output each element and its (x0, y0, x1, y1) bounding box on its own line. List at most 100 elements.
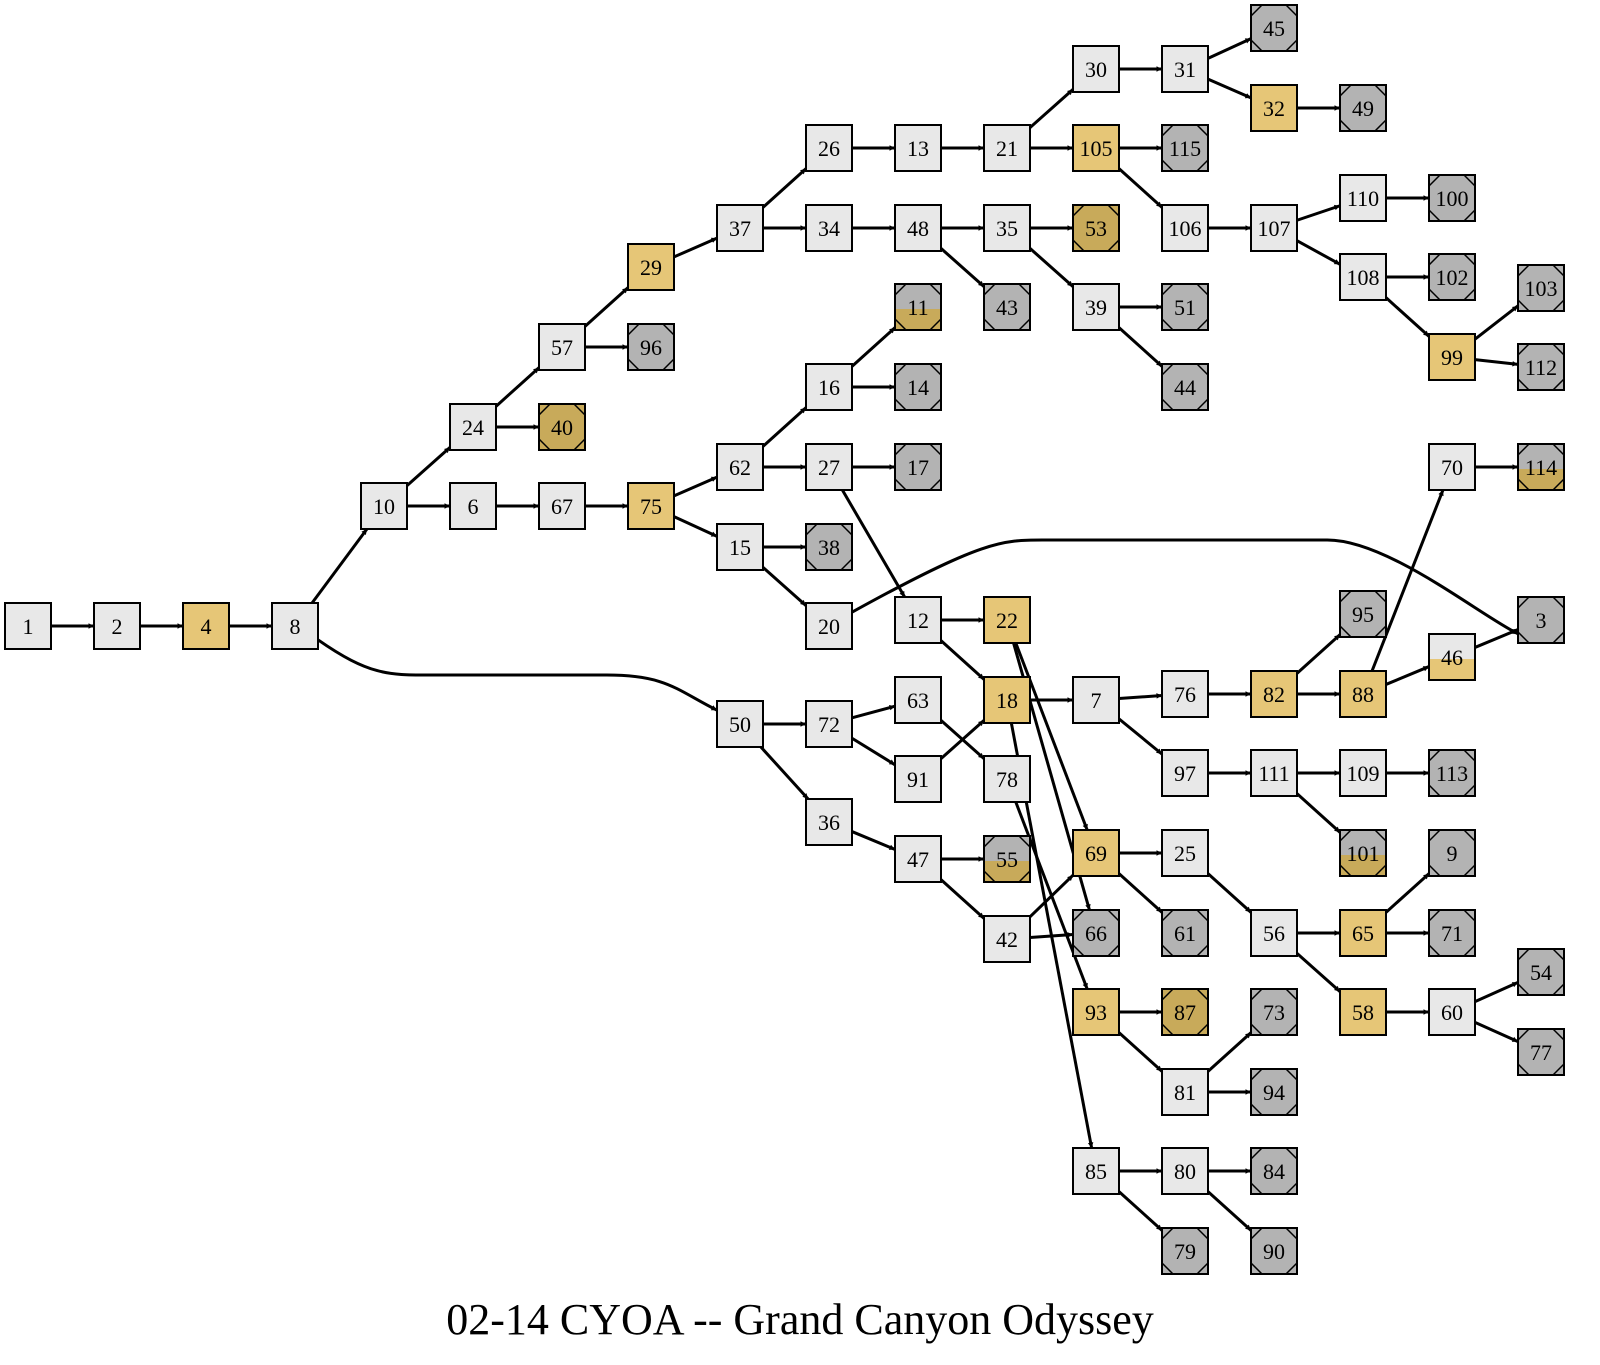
node-56[interactable]: 56 (1250, 909, 1298, 957)
node-49[interactable]: 49 (1339, 84, 1387, 132)
node-39[interactable]: 39 (1072, 283, 1120, 331)
node-82[interactable]: 82 (1250, 670, 1298, 718)
node-57[interactable]: 57 (538, 323, 586, 371)
node-65[interactable]: 65 (1339, 909, 1387, 957)
node-115[interactable]: 115 (1161, 124, 1209, 172)
node-38[interactable]: 38 (805, 523, 853, 571)
node-22[interactable]: 22 (983, 596, 1031, 644)
node-81[interactable]: 81 (1161, 1068, 1209, 1116)
node-45[interactable]: 45 (1250, 4, 1298, 52)
node-2[interactable]: 2 (93, 602, 141, 650)
node-106[interactable]: 106 (1161, 204, 1209, 252)
node-73[interactable]: 73 (1250, 988, 1298, 1036)
node-39-border (1072, 283, 1120, 331)
node-100[interactable]: 100 (1428, 174, 1476, 222)
node-32[interactable]: 32 (1250, 84, 1298, 132)
node-40[interactable]: 40 (538, 403, 586, 451)
node-13[interactable]: 13 (894, 124, 942, 172)
node-112[interactable]: 112 (1517, 343, 1565, 391)
node-63[interactable]: 63 (894, 676, 942, 724)
node-50[interactable]: 50 (716, 700, 764, 748)
node-110[interactable]: 110 (1339, 174, 1387, 222)
node-84[interactable]: 84 (1250, 1147, 1298, 1195)
node-77[interactable]: 77 (1517, 1028, 1565, 1076)
node-36[interactable]: 36 (805, 798, 853, 846)
node-114[interactable]: 114 (1517, 443, 1565, 491)
node-17[interactable]: 17 (894, 443, 942, 491)
node-1[interactable]: 1 (4, 602, 52, 650)
node-20[interactable]: 20 (805, 602, 853, 650)
node-27[interactable]: 27 (805, 443, 853, 491)
node-6[interactable]: 6 (449, 482, 497, 530)
node-93[interactable]: 93 (1072, 988, 1120, 1036)
node-108[interactable]: 108 (1339, 253, 1387, 301)
node-61[interactable]: 61 (1161, 909, 1209, 957)
node-69[interactable]: 69 (1072, 829, 1120, 877)
node-101[interactable]: 101 (1339, 829, 1387, 877)
node-66[interactable]: 66 (1072, 909, 1120, 957)
node-43[interactable]: 43 (983, 283, 1031, 331)
node-72[interactable]: 72 (805, 700, 853, 748)
node-7[interactable]: 7 (1072, 676, 1120, 724)
node-97[interactable]: 97 (1161, 749, 1209, 797)
node-42[interactable]: 42 (983, 915, 1031, 963)
node-99[interactable]: 99 (1428, 333, 1476, 381)
node-25[interactable]: 25 (1161, 829, 1209, 877)
node-37[interactable]: 37 (716, 204, 764, 252)
node-14[interactable]: 14 (894, 363, 942, 411)
node-35[interactable]: 35 (983, 204, 1031, 252)
node-11[interactable]: 11 (894, 283, 942, 331)
node-91[interactable]: 91 (894, 755, 942, 803)
node-60[interactable]: 60 (1428, 988, 1476, 1036)
edge-108-to-99 (1384, 296, 1431, 338)
node-87[interactable]: 87 (1161, 988, 1209, 1036)
node-102[interactable]: 102 (1428, 253, 1476, 301)
node-54[interactable]: 54 (1517, 948, 1565, 996)
node-34[interactable]: 34 (805, 204, 853, 252)
node-113[interactable]: 113 (1428, 749, 1476, 797)
node-67[interactable]: 67 (538, 482, 586, 530)
node-62[interactable]: 62 (716, 443, 764, 491)
node-58[interactable]: 58 (1339, 988, 1387, 1036)
node-26[interactable]: 26 (805, 124, 853, 172)
node-24[interactable]: 24 (449, 403, 497, 451)
node-21[interactable]: 21 (983, 124, 1031, 172)
node-95[interactable]: 95 (1339, 590, 1387, 638)
node-94[interactable]: 94 (1250, 1068, 1298, 1116)
node-103[interactable]: 103 (1517, 264, 1565, 312)
node-12[interactable]: 12 (894, 596, 942, 644)
node-29[interactable]: 29 (627, 243, 675, 291)
node-16[interactable]: 16 (805, 363, 853, 411)
node-76[interactable]: 76 (1161, 670, 1209, 718)
node-96[interactable]: 96 (627, 323, 675, 371)
node-51[interactable]: 51 (1161, 283, 1209, 331)
node-18[interactable]: 18 (983, 676, 1031, 724)
node-105[interactable]: 105 (1072, 124, 1120, 172)
node-8[interactable]: 8 (271, 602, 319, 650)
node-88[interactable]: 88 (1339, 670, 1387, 718)
node-31[interactable]: 31 (1161, 45, 1209, 93)
node-9[interactable]: 9 (1428, 829, 1476, 877)
node-53[interactable]: 53 (1072, 204, 1120, 252)
node-107[interactable]: 107 (1250, 204, 1298, 252)
node-79[interactable]: 79 (1161, 1227, 1209, 1275)
node-109[interactable]: 109 (1339, 749, 1387, 797)
node-3[interactable]: 3 (1517, 596, 1565, 644)
node-15[interactable]: 15 (716, 523, 764, 571)
node-47[interactable]: 47 (894, 835, 942, 883)
node-80[interactable]: 80 (1161, 1147, 1209, 1195)
node-78[interactable]: 78 (983, 755, 1031, 803)
node-85[interactable]: 85 (1072, 1147, 1120, 1195)
node-10[interactable]: 10 (360, 482, 408, 530)
node-75[interactable]: 75 (627, 482, 675, 530)
node-70[interactable]: 70 (1428, 443, 1476, 491)
node-111[interactable]: 111 (1250, 749, 1298, 797)
node-46[interactable]: 46 (1428, 633, 1476, 681)
node-30[interactable]: 30 (1072, 45, 1120, 93)
node-48[interactable]: 48 (894, 204, 942, 252)
node-55[interactable]: 55 (983, 835, 1031, 883)
node-90[interactable]: 90 (1250, 1227, 1298, 1275)
node-71[interactable]: 71 (1428, 909, 1476, 957)
node-44[interactable]: 44 (1161, 363, 1209, 411)
node-4[interactable]: 4 (182, 602, 230, 650)
